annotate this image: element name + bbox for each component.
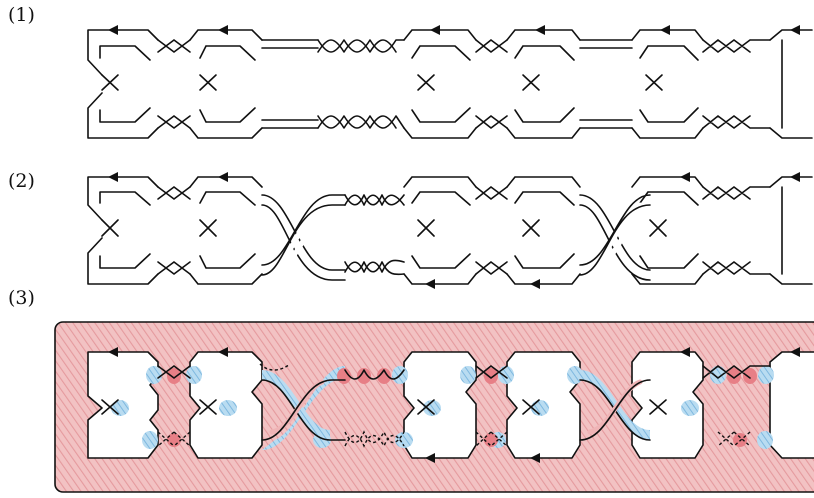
panel-1-diagram (87, 25, 813, 139)
arrow-left-icon (108, 347, 800, 463)
arrow-left-icon (108, 25, 800, 35)
panel-3-surface-diagram (54, 321, 814, 493)
panel-label-1: (1) (8, 4, 35, 26)
panel-label-3: (3) (8, 287, 35, 309)
arrow-left-icon (108, 172, 800, 289)
panel-label-2: (2) (8, 170, 35, 192)
panel-2-diagram (87, 172, 813, 289)
